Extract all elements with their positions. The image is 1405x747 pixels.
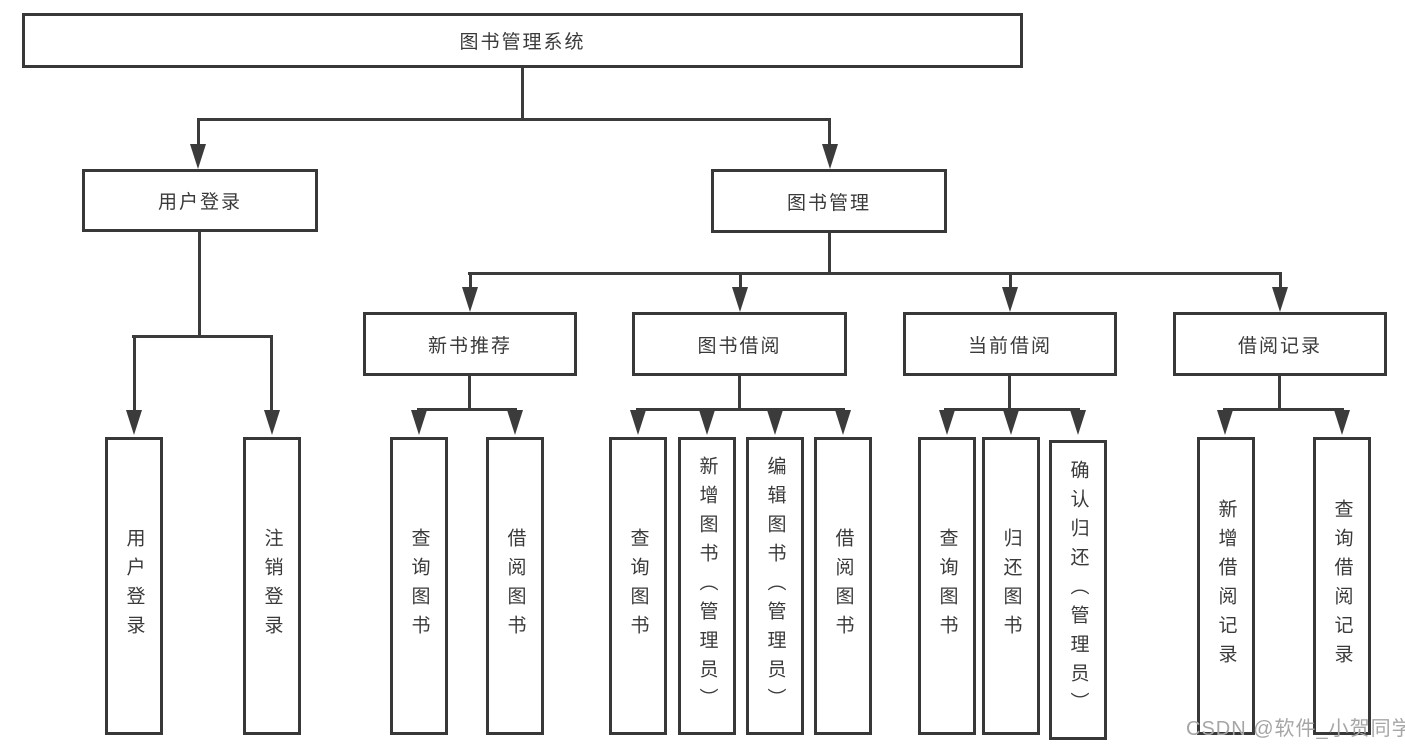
leaf-newbook-borrow-book: 借阅图书 — [486, 437, 544, 735]
node-label: 图书借阅 — [697, 335, 782, 357]
node-label: 新增借阅记录 — [1215, 499, 1237, 673]
connector-line — [197, 120, 200, 147]
node-label: 归还图书 — [1000, 528, 1022, 644]
leaf-newbook-query-book: 查询图书 — [390, 437, 448, 735]
arrow-down-icon — [190, 144, 206, 169]
arrow-down-icon — [507, 410, 523, 435]
arrow-down-icon — [1003, 410, 1019, 435]
node-label: 借阅记录 — [1237, 335, 1322, 357]
node-book-borrow: 图书借阅 — [632, 312, 847, 376]
leaf-borrow-add-book-admin: 新增图书（管理员） — [678, 437, 736, 735]
node-label: 查询图书 — [627, 528, 649, 644]
connector-line — [132, 335, 273, 338]
arrow-down-icon — [1070, 410, 1086, 435]
connector-line — [1278, 376, 1281, 410]
arrow-down-icon — [699, 410, 715, 435]
connector-line — [636, 408, 845, 411]
connector-line — [521, 68, 524, 121]
arrow-down-icon — [732, 287, 748, 312]
arrow-down-icon — [411, 410, 427, 435]
leaf-borrow-query-book: 查询图书 — [609, 437, 667, 735]
leaf-logout: 注销登录 — [243, 437, 301, 735]
arrow-down-icon — [1272, 287, 1288, 312]
node-label: 查询图书 — [936, 528, 958, 644]
node-label: 注销登录 — [261, 528, 283, 644]
arrow-down-icon — [264, 410, 280, 435]
node-book-management: 图书管理 — [711, 169, 947, 233]
arrow-down-icon — [822, 144, 838, 169]
arrow-down-icon — [939, 410, 955, 435]
connector-line — [1279, 274, 1282, 289]
node-label: 借阅图书 — [832, 528, 854, 644]
leaf-borrow-edit-book-admin: 编辑图书（管理员） — [746, 437, 804, 735]
connector-line — [417, 408, 517, 411]
leaf-user-login: 用户登录 — [105, 437, 163, 735]
connector-line — [1223, 408, 1344, 411]
node-label: 图书管理 — [786, 192, 871, 214]
csdn-watermark: CSDN @软件_小贺同学 — [1186, 718, 1405, 740]
arrow-down-icon — [630, 410, 646, 435]
node-label: 查询借阅记录 — [1331, 499, 1353, 673]
node-label: 借阅图书 — [504, 528, 526, 644]
node-user-login: 用户登录 — [82, 169, 318, 232]
connector-line — [1009, 274, 1012, 289]
arrow-down-icon — [126, 410, 142, 435]
node-label: 图书管理系统 — [459, 32, 586, 53]
connector-line — [198, 232, 201, 338]
node-current-borrow: 当前借阅 — [903, 312, 1117, 376]
node-label: 确认归还（管理员） — [1067, 459, 1089, 721]
node-new-book-recommend: 新书推荐 — [363, 312, 577, 376]
connector-line — [197, 118, 831, 121]
node-label: 用户登录 — [157, 192, 242, 213]
connector-line — [270, 337, 273, 412]
node-borrow-record: 借阅记录 — [1173, 312, 1387, 376]
arrow-down-icon — [1334, 410, 1350, 435]
node-label: 新增图书（管理员） — [696, 455, 718, 717]
node-label: 编辑图书（管理员） — [764, 455, 786, 717]
leaf-current-confirm-return-admin: 确认归还（管理员） — [1049, 440, 1107, 740]
connector-line — [468, 272, 1282, 275]
connector-line — [739, 274, 742, 289]
arrow-down-icon — [1002, 287, 1018, 312]
node-label: 新书推荐 — [427, 335, 512, 357]
connector-line — [469, 274, 472, 289]
connector-line — [828, 233, 831, 275]
node-label: 用户登录 — [123, 528, 145, 644]
leaf-current-return-book: 归还图书 — [982, 437, 1040, 735]
connector-line — [944, 408, 1080, 411]
arrow-down-icon — [462, 287, 478, 312]
arrow-down-icon — [835, 410, 851, 435]
connector-line — [738, 376, 741, 410]
connector-line — [468, 376, 471, 410]
node-root-library-system: 图书管理系统 — [22, 13, 1023, 68]
arrow-down-icon — [767, 410, 783, 435]
node-label: 当前借阅 — [967, 335, 1052, 357]
leaf-record-query-borrow-record: 查询借阅记录 — [1313, 437, 1371, 735]
connector-line — [133, 337, 136, 412]
leaf-record-add-borrow-record: 新增借阅记录 — [1197, 437, 1255, 735]
leaf-current-query-book: 查询图书 — [918, 437, 976, 735]
connector-line — [828, 120, 831, 147]
connector-line — [1008, 376, 1011, 410]
node-label: 查询图书 — [408, 528, 430, 644]
leaf-borrow-borrow-book: 借阅图书 — [814, 437, 872, 735]
arrow-down-icon — [1217, 410, 1233, 435]
